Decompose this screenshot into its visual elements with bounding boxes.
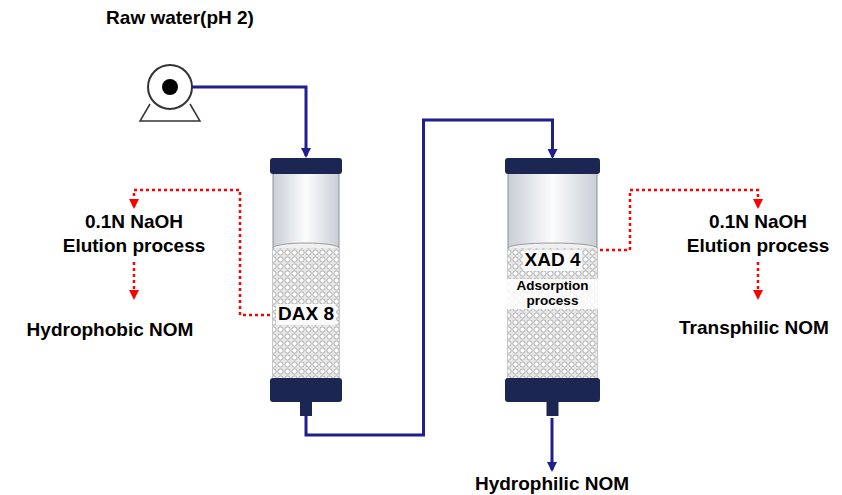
pump-symbol — [140, 65, 200, 121]
column-glass — [508, 172, 597, 380]
column-cap — [270, 378, 342, 402]
process-label: Hydrophobic NOM — [10, 318, 210, 342]
column-glass — [273, 172, 339, 380]
column-name: XAD 4 — [523, 250, 583, 271]
elution-line — [133, 262, 136, 298]
column-cap — [270, 158, 342, 174]
column-name: DAX 8 — [276, 304, 336, 325]
column-nozzle — [300, 401, 312, 416]
process-label: 0.1N NaOH Elution process — [54, 210, 214, 258]
resin-bed — [508, 248, 597, 378]
process-label: 0.1N NaOH Elution process — [678, 210, 838, 258]
elution-line — [757, 262, 760, 298]
column-cap — [505, 378, 600, 402]
process-label: Transphilic NOM — [670, 316, 838, 340]
column-body — [270, 158, 342, 416]
feed-pipe — [192, 87, 306, 156]
process-label: Hydrophilic NOM — [430, 472, 674, 495]
column-cap — [505, 158, 600, 174]
column-nozzle — [547, 401, 559, 416]
resin-bed — [273, 248, 339, 378]
column-node: XAD 4 Adsorption process — [505, 158, 600, 416]
column-node: DAX 8 — [270, 158, 342, 416]
process-label: Raw water(pH 2) — [80, 6, 280, 30]
column-note: Adsorption process — [505, 279, 600, 309]
outlet-pipe — [551, 418, 554, 470]
